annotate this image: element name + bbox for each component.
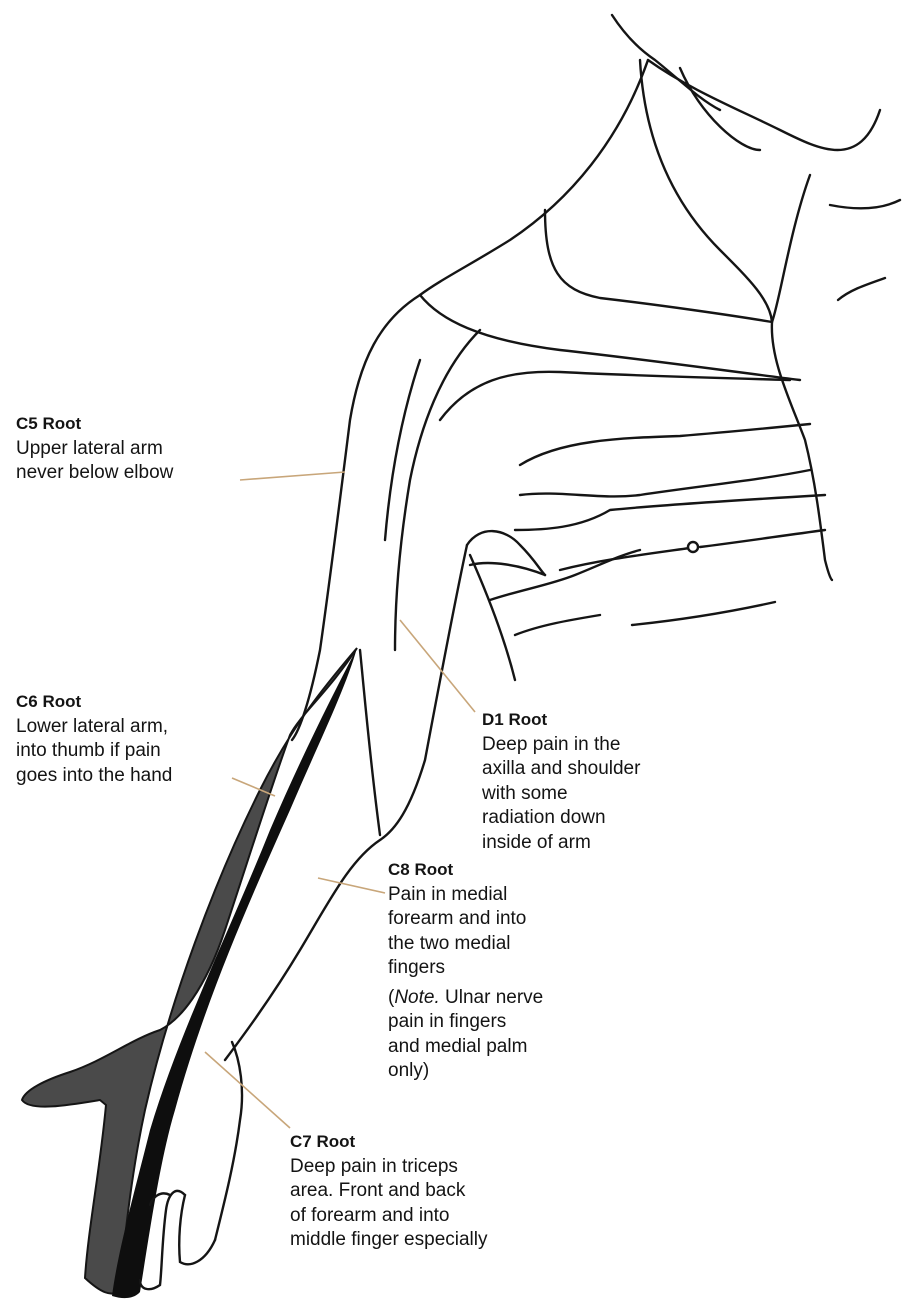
c6-line: Lower lateral arm,: [16, 715, 172, 740]
c6-line: goes into the hand: [16, 764, 172, 789]
c5-leader: [240, 472, 345, 480]
d1-line: radiation down: [482, 806, 640, 831]
elbow-crease: [360, 650, 380, 835]
c8-note-line: pain in fingers: [388, 1010, 543, 1035]
c7-line: Deep pain in triceps: [290, 1155, 488, 1180]
c5-title: C5 Root: [16, 412, 173, 437]
chest-line-3: [520, 470, 810, 496]
c8-note-italic: Note.: [394, 987, 439, 1008]
d1-line: Deep pain in the: [482, 733, 640, 758]
ear-mark: [838, 278, 885, 300]
c8-leader: [318, 878, 385, 893]
lower-chest-line: [632, 602, 775, 625]
c7-leader: [205, 1052, 290, 1128]
axilla-fold: [467, 531, 545, 575]
chest-line-1: [440, 372, 790, 420]
chest-line-2: [520, 424, 810, 465]
c8-note-line: only): [388, 1059, 543, 1084]
c8-line: Pain in medial: [388, 883, 543, 908]
wrist-line: [215, 1042, 242, 1240]
d1-line: inside of arm: [482, 831, 640, 856]
finger-1: [179, 1195, 215, 1264]
nipple-mark: [688, 542, 698, 552]
clavicle-line: [420, 295, 800, 380]
axilla-chest: [490, 550, 640, 600]
d1-title: D1 Root: [482, 708, 640, 733]
axilla-lower: [515, 615, 600, 635]
trapezius-line: [545, 210, 772, 322]
d1-line: axilla and shoulder: [482, 757, 640, 782]
shoulder-top: [420, 60, 648, 295]
chest-line-4: [515, 495, 825, 530]
c8-line: the two medial: [388, 932, 543, 957]
c8-title: C8 Root: [388, 858, 543, 883]
c8-label: C8 Root Pain in medial forearm and into …: [388, 858, 543, 1084]
d1-line: with some: [482, 782, 640, 807]
chin-line: [830, 200, 900, 208]
c8-line: forearm and into: [388, 907, 543, 932]
axilla-inner: [470, 563, 545, 575]
c7-title: C7 Root: [290, 1130, 488, 1155]
c5-line: Upper lateral arm: [16, 437, 173, 462]
c7-line: area. Front and back: [290, 1179, 488, 1204]
c6-title: C6 Root: [16, 690, 172, 715]
arm-inner-biceps: [385, 360, 420, 540]
sternocleidomastoid: [640, 60, 772, 322]
c8-note-line: and medial palm: [388, 1035, 543, 1060]
arm-lateral-outline: [292, 295, 420, 740]
c5-line: never below elbow: [16, 461, 173, 486]
d1-label: D1 Root Deep pain in the axilla and shou…: [482, 708, 640, 855]
c8-note-line: Ulnar nerve: [445, 987, 543, 1008]
c7-label: C7 Root Deep pain in triceps area. Front…: [290, 1130, 488, 1253]
c6-label: C6 Root Lower lateral arm, into thumb if…: [16, 690, 172, 788]
c6-line: into thumb if pain: [16, 739, 172, 764]
c8-note: (Note. Ulnar nerve: [388, 986, 543, 1011]
c7-line: of forearm and into: [290, 1204, 488, 1229]
neck-outline: [612, 15, 720, 110]
chest-midline: [772, 175, 832, 580]
c7-line: middle finger especially: [290, 1228, 488, 1253]
c5-label: C5 Root Upper lateral arm never below el…: [16, 412, 173, 486]
arm-inner-line: [395, 330, 480, 650]
c8-line: fingers: [388, 956, 543, 981]
upper-arm-medial: [470, 555, 515, 680]
